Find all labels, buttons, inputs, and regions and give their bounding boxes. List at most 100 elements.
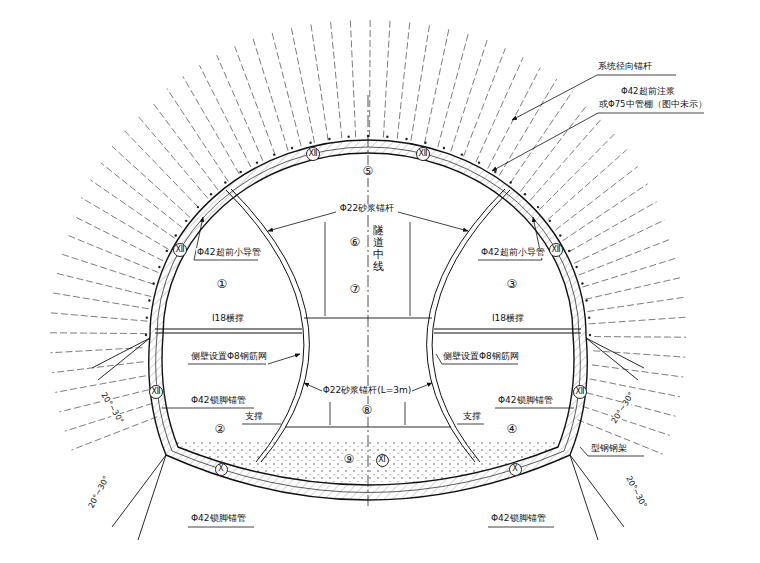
label-text: I18横撑 [491,314,525,324]
lock-pipe [586,338,638,380]
pipe-dot [145,334,147,336]
label-text: ⑦ [349,283,362,296]
section-badge: Ⅻ [416,147,430,161]
lock-pipe [98,338,150,380]
pipe-dot [146,316,148,318]
radial-anchor [488,68,541,169]
pipe-dot [537,206,539,208]
temporary-support [427,189,505,462]
radial-anchor [183,76,239,174]
radial-anchor [350,17,355,137]
radial-anchor [476,57,523,162]
cross-brace [434,329,581,330]
annotation: 侧壁设置Φ8钢筋网 [190,352,268,362]
annotation: 系统径向锚杆 [597,62,653,72]
leader-line [412,383,432,391]
lock-pipe [570,455,624,527]
label-text: 支撑 [244,412,264,422]
label-text: 型钢钢架 [590,444,628,454]
radial-anchor [167,89,228,182]
radial-anchor [411,23,430,141]
pipe-dot [559,234,561,236]
angle-dimension: 20°~30° [98,390,125,426]
angle-dimension: 20°~30° [623,474,648,511]
annotation: 或Φ75中管棚（图中未示） [598,100,708,109]
lock-pipe [570,455,598,540]
annotation: Φ42超前注浆 [620,87,676,96]
label-text: Φ42锁脚锚管 [190,514,247,524]
pipe-dot [148,299,150,301]
badge-text: Ⅻ [418,150,427,158]
cross-brace [434,333,581,334]
radial-anchor [592,365,683,377]
radial-anchor [138,116,208,199]
region-number: ③ [506,278,519,291]
annotation: 侧壁设置Φ8钢筋网 [442,352,520,362]
temporary-support [432,190,510,462]
section-badge: Ⅻ [173,243,187,257]
radial-anchor [112,146,190,217]
radial-anchor [438,33,469,147]
region-number: ⑧ [361,404,374,417]
pipe-dot [568,250,570,252]
annotation: Φ42超前小导管 [196,248,262,258]
label-text: 隧道中线 [373,225,384,273]
radial-anchor [451,40,487,151]
pipe-dot [581,282,583,284]
pipe-dot [494,171,496,173]
lock-pipe [586,338,644,368]
radial-anchor [253,39,288,151]
pipe-dot [585,299,587,301]
label-text: 系统径向锚杆 [597,62,653,72]
pipe-dot [256,161,258,163]
radial-anchor [199,65,250,167]
pipe-dot [424,142,426,144]
label-text: ⑨ [343,453,356,466]
pipe-dot [524,193,526,195]
label-text: ② [214,423,227,436]
section-badge: Ⅺ [376,454,389,467]
section-badge: Ⅻ [573,385,587,399]
radial-anchor [272,32,301,146]
badge-text: Ⅻ [308,150,317,158]
label-text: 20°~30° [623,474,648,511]
radial-anchor [579,239,671,275]
region-number: ⑦ [349,283,362,296]
annotation: 支撑 [244,412,264,422]
radial-anchor [50,332,147,334]
radial-anchor [53,293,149,309]
radial-anchor [499,79,557,176]
section-badge: Ⅻ [149,385,163,399]
annotation: Φ22砂浆锚杆 [339,204,396,214]
radial-anchor [51,313,148,321]
radial-anchor [582,258,676,287]
leader-line [405,402,406,425]
radial-anchor [574,220,664,263]
pipe-dot [210,193,212,195]
radial-anchor [56,273,151,296]
leader-line [410,222,411,316]
pipe-dot [166,250,168,252]
leader-line [495,408,574,409]
radial-anchor [397,20,410,139]
region-number: ② [214,423,227,436]
label-text: Φ42超前注浆 [620,87,676,96]
pipe-dot [575,266,577,268]
radial-anchor [594,336,686,338]
region-number: ⑥ [349,236,362,249]
pipe-dot [197,206,199,208]
pipe-dot [589,334,591,336]
pipe-dot [185,220,187,222]
annotation: Φ42锁脚锚管 [190,514,247,524]
radial-anchor [235,46,276,155]
label-text: Φ42超前小导管 [196,248,262,258]
radial-anchor [424,28,449,144]
label-text: ⑧ [361,404,374,417]
label-text: ③ [506,278,519,291]
badge-text: Ⅻ [551,246,560,254]
leader-line [268,212,336,231]
label-text: ① [216,278,229,291]
pipe-dot [224,181,226,183]
radial-anchor [578,420,663,454]
lock-pipe [112,455,166,527]
